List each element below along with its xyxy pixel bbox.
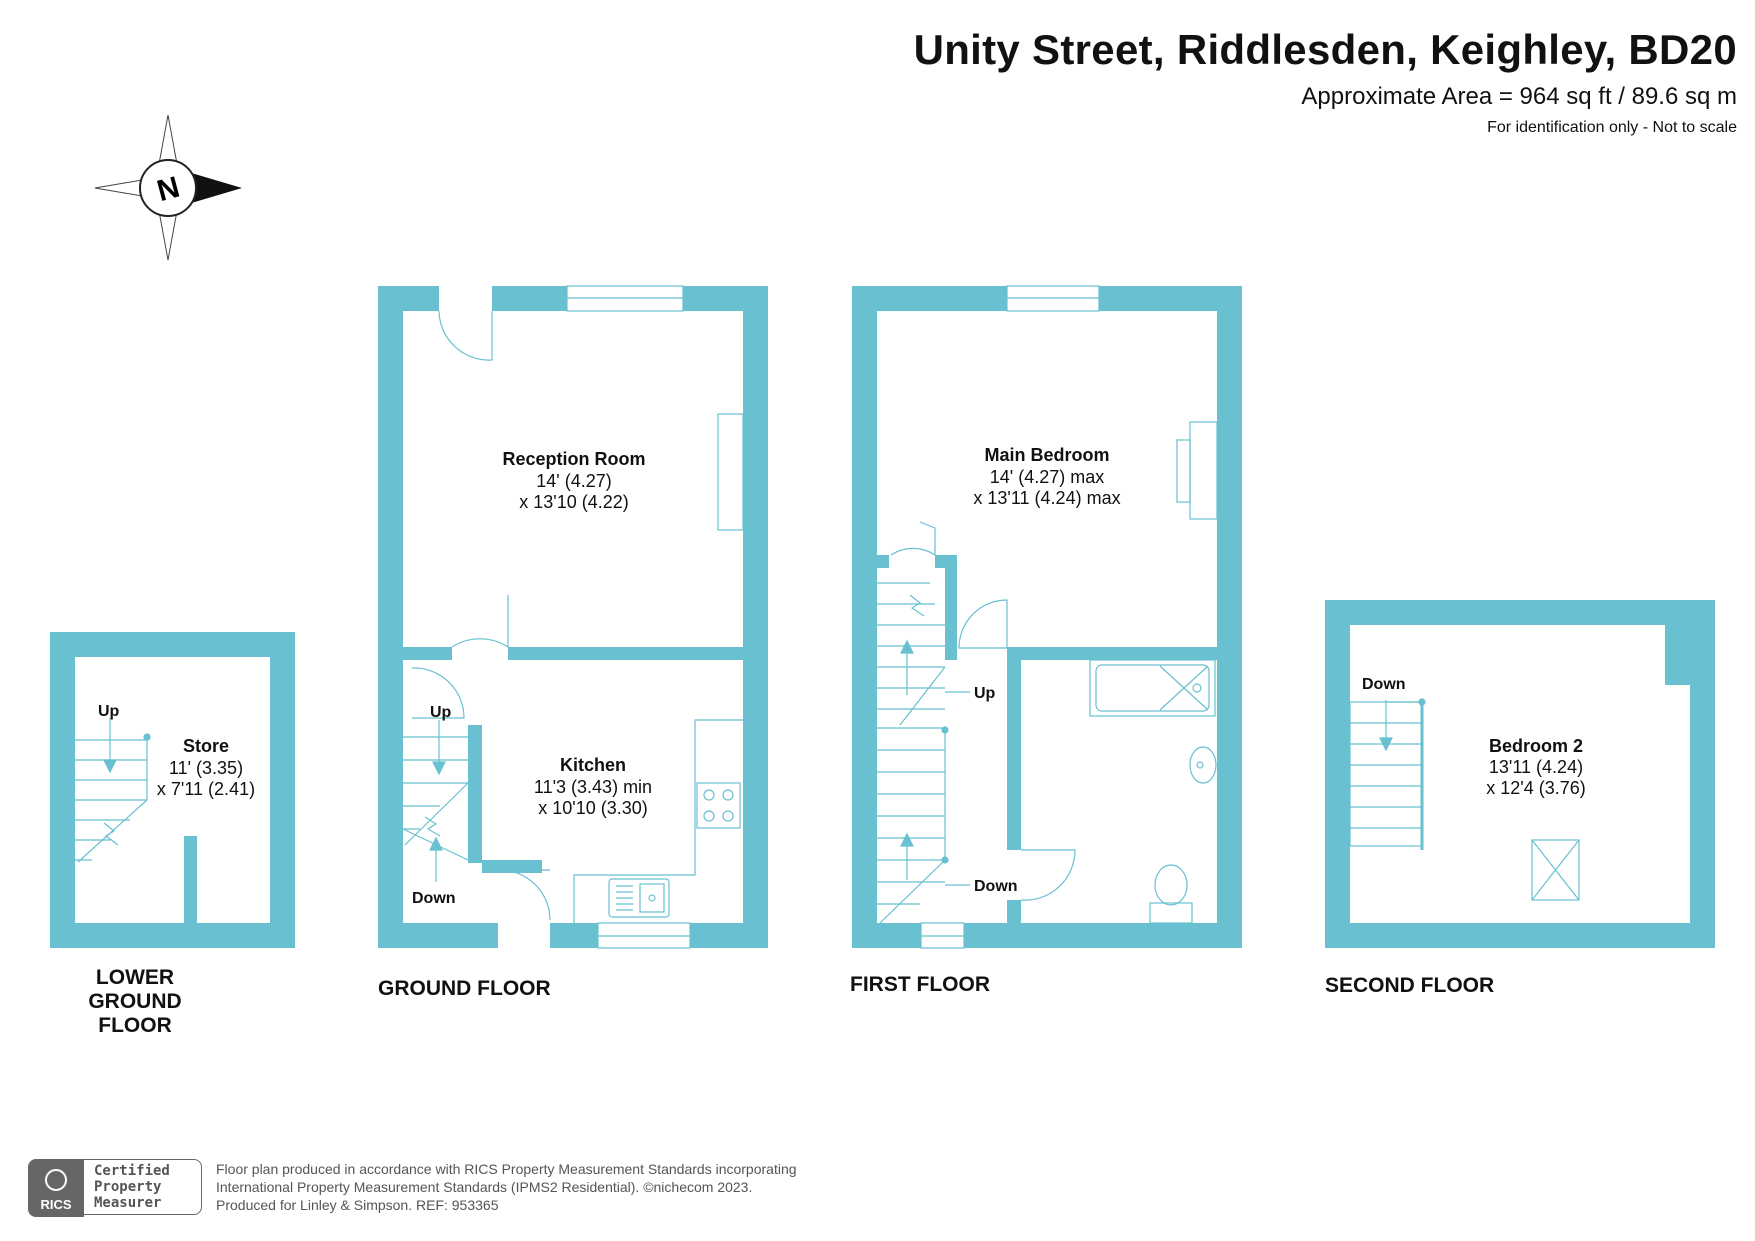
badge-line-certified: Certified (94, 1163, 170, 1179)
rics-certified-badge: RICS Certified Property Measurer (28, 1159, 204, 1217)
footer-disclaimer: Floor plan produced in accordance with R… (216, 1160, 797, 1214)
badge-line-property: Property (94, 1179, 162, 1195)
reception-room-dim2: x 13'10 (4.22) (519, 492, 629, 512)
footer-line-2: International Property Measurement Stand… (216, 1179, 753, 1195)
approximate-area: Approximate Area = 964 sq ft / 89.6 sq m (1301, 83, 1737, 110)
compass-icon: N (94, 114, 242, 261)
bedroom-2-name: Bedroom 2 (1489, 736, 1583, 756)
footer-line-3: Produced for Linley & Simpson. REF: 9533… (216, 1197, 499, 1213)
reception-room-name: Reception Room (502, 449, 645, 469)
lower-ground-stairs (75, 718, 151, 863)
first-stairs-up-label: Up (974, 685, 996, 702)
property-title: Unity Street, Riddlesden, Keighley, BD20 (913, 26, 1737, 73)
ground-floor-stairs (402, 720, 469, 882)
first-floor-label: FIRST FLOOR (850, 973, 990, 996)
main-bedroom-dim2: x 13'11 (4.24) max (973, 488, 1120, 508)
kitchen-dim1: 11'3 (3.43) min (534, 777, 652, 797)
ground-floor-doors (411, 310, 551, 921)
first-floor-doors (890, 421, 1218, 924)
store-room-name: Store (183, 736, 229, 756)
ground-floor-label: GROUND FLOOR (378, 977, 551, 1000)
footer-line-1: Floor plan produced in accordance with R… (216, 1161, 797, 1177)
first-floor-plan: Up Down Main Bedroom 14' (4.27) max x 13… (852, 285, 1242, 949)
lower-ground-floor-plan: Up Store 11' (3.35) x 7'11 (2.41) (50, 632, 295, 948)
ground-stairs-up-label: Up (430, 704, 452, 721)
lower-ground-stairs-label: Up (98, 703, 120, 720)
store-room-dim1: 11' (3.35) (169, 758, 243, 778)
plan-header: Unity Street, Riddlesden, Keighley, BD20… (914, 24, 1737, 138)
ground-stairs-down-label: Down (412, 890, 456, 907)
bedroom-2-dim2: x 12'4 (3.76) (1486, 778, 1586, 798)
badge-line-measurer: Measurer (94, 1195, 162, 1211)
rics-logo-icon: RICS (28, 1159, 84, 1217)
bedroom-2-dim1: 13'11 (4.24) (1489, 757, 1583, 777)
second-stairs-down-label: Down (1362, 676, 1406, 693)
main-bedroom-name: Main Bedroom (984, 445, 1109, 465)
store-room-dim2: x 7'11 (2.41) (157, 779, 255, 799)
lower-ground-floor-label: LOWER GROUND FLOOR (88, 966, 182, 1037)
reception-room-dim1: 14' (4.27) (536, 471, 611, 491)
second-floor-plan: Down Bedroom 2 13'11 (4.24) x 12'4 (3.76… (1325, 600, 1715, 948)
first-stairs-down-label: Down (974, 878, 1018, 895)
kitchen-name: Kitchen (560, 755, 626, 775)
rics-logo-text: RICS (40, 1197, 72, 1212)
main-bedroom-dim1: 14' (4.27) max (990, 467, 1105, 487)
kitchen-worktops (573, 413, 744, 923)
identification-note: For identification only - Not to scale (1487, 119, 1737, 136)
kitchen-dim2: x 10'10 (3.30) (538, 798, 648, 818)
ground-floor-plan: Up Down Reception Room 14' (4.27) x 13'1… (378, 285, 768, 949)
second-floor-label: SECOND FLOOR (1325, 974, 1495, 997)
first-floor-stairs (877, 582, 970, 924)
second-floor-stairs (1349, 698, 1580, 901)
